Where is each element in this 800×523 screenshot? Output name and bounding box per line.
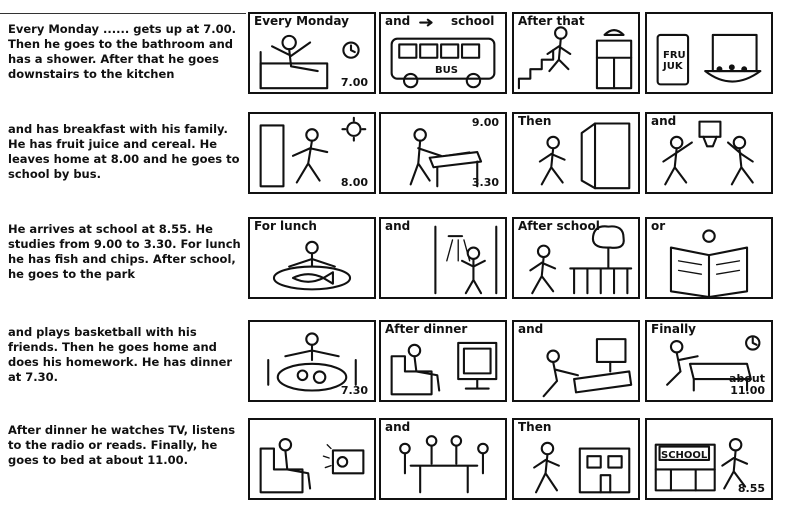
computer-icon — [542, 338, 633, 398]
caption: and — [385, 14, 411, 28]
time-label: 8.55 — [737, 482, 765, 495]
school-building-icon — [654, 437, 749, 492]
panel-park: After school — [512, 217, 640, 299]
bed-icon — [666, 335, 761, 392]
desk-icon — [409, 128, 483, 188]
caption: and — [518, 322, 544, 336]
time-label: about 11.00 — [729, 372, 765, 397]
panel-homework: and — [512, 320, 640, 402]
panel-radio — [248, 418, 376, 500]
door-icon — [538, 122, 631, 190]
dinner-plate-icon — [267, 332, 357, 392]
panel-stairs: After that — [512, 12, 640, 94]
panel-basketball: and — [645, 112, 773, 194]
time-label: 8.00 — [340, 176, 368, 189]
caption: After school — [518, 219, 600, 233]
panel-dinner: 7.30 — [248, 320, 376, 402]
panel-park-gate: Then — [512, 112, 640, 194]
caption: Every Monday — [254, 14, 349, 28]
panel-leave-home: 8.00 — [248, 112, 376, 194]
passage-3: He arrives at school at 8.55. He studies… — [8, 222, 241, 281]
fish-plate-icon — [272, 240, 352, 291]
end-time-label: 3.30 — [471, 176, 499, 189]
panel-shower: and — [379, 217, 507, 299]
panel-breakfast-items: FRU JUK — [645, 12, 773, 94]
caption: Then — [518, 114, 552, 128]
caption-destination: school — [451, 14, 495, 28]
panel-reading: or — [645, 217, 773, 299]
panel-watch-tv: After dinner — [379, 320, 507, 402]
passage-5: After dinner he watches TV, listens to t… — [8, 423, 236, 467]
cereal-bowl-icon — [656, 33, 762, 86]
house-icon — [533, 441, 631, 494]
time-label: 7.30 — [340, 384, 368, 397]
caption: After dinner — [385, 322, 468, 336]
panel-go-home: Then — [512, 418, 640, 500]
juice-label: FRU JUK — [663, 50, 686, 72]
caption: or — [651, 219, 666, 233]
sun-icon — [259, 116, 367, 188]
school-sign: SCHOOL — [661, 450, 708, 461]
tv-icon — [390, 341, 498, 396]
radio-icon — [259, 437, 365, 494]
caption: Then — [518, 420, 552, 434]
panel-school-arrival: SCHOOL 8.55 — [645, 418, 773, 500]
panel-bedtime: Finally about 11.00 — [645, 320, 773, 402]
time-label: 7.00 — [340, 76, 368, 89]
caption: After that — [518, 14, 585, 28]
caption: and — [651, 114, 677, 128]
passage-4: and plays basketball with his friends. T… — [8, 325, 233, 384]
bus-sign: BUS — [435, 65, 458, 76]
caption: Finally — [651, 322, 696, 336]
top-rule — [0, 13, 246, 14]
bus-icon — [390, 18, 496, 89]
panel-wake-up: Every Monday 7.00 — [248, 12, 376, 94]
panel-classroom: 9.00 3.30 — [379, 112, 507, 194]
passage-2: and has breakfast with his family. He ha… — [8, 122, 240, 181]
start-time-label: 9.00 — [471, 116, 499, 129]
panel-bus: and school BUS — [379, 12, 507, 94]
basketball-hoop-icon — [662, 120, 754, 186]
book-icon — [669, 229, 749, 297]
panel-family-table: and — [379, 418, 507, 500]
stairs-icon — [517, 26, 633, 90]
caption: For lunch — [254, 219, 317, 233]
shower-icon — [434, 225, 498, 295]
passage-1: Every Monday ...... gets up at 7.00. The… — [8, 22, 237, 81]
caption: and — [385, 219, 411, 233]
panel-lunch: For lunch — [248, 217, 376, 299]
alarm-clock-icon — [259, 34, 360, 90]
caption: and — [385, 420, 411, 434]
tree-icon — [529, 225, 633, 295]
family-table-icon — [399, 435, 489, 494]
